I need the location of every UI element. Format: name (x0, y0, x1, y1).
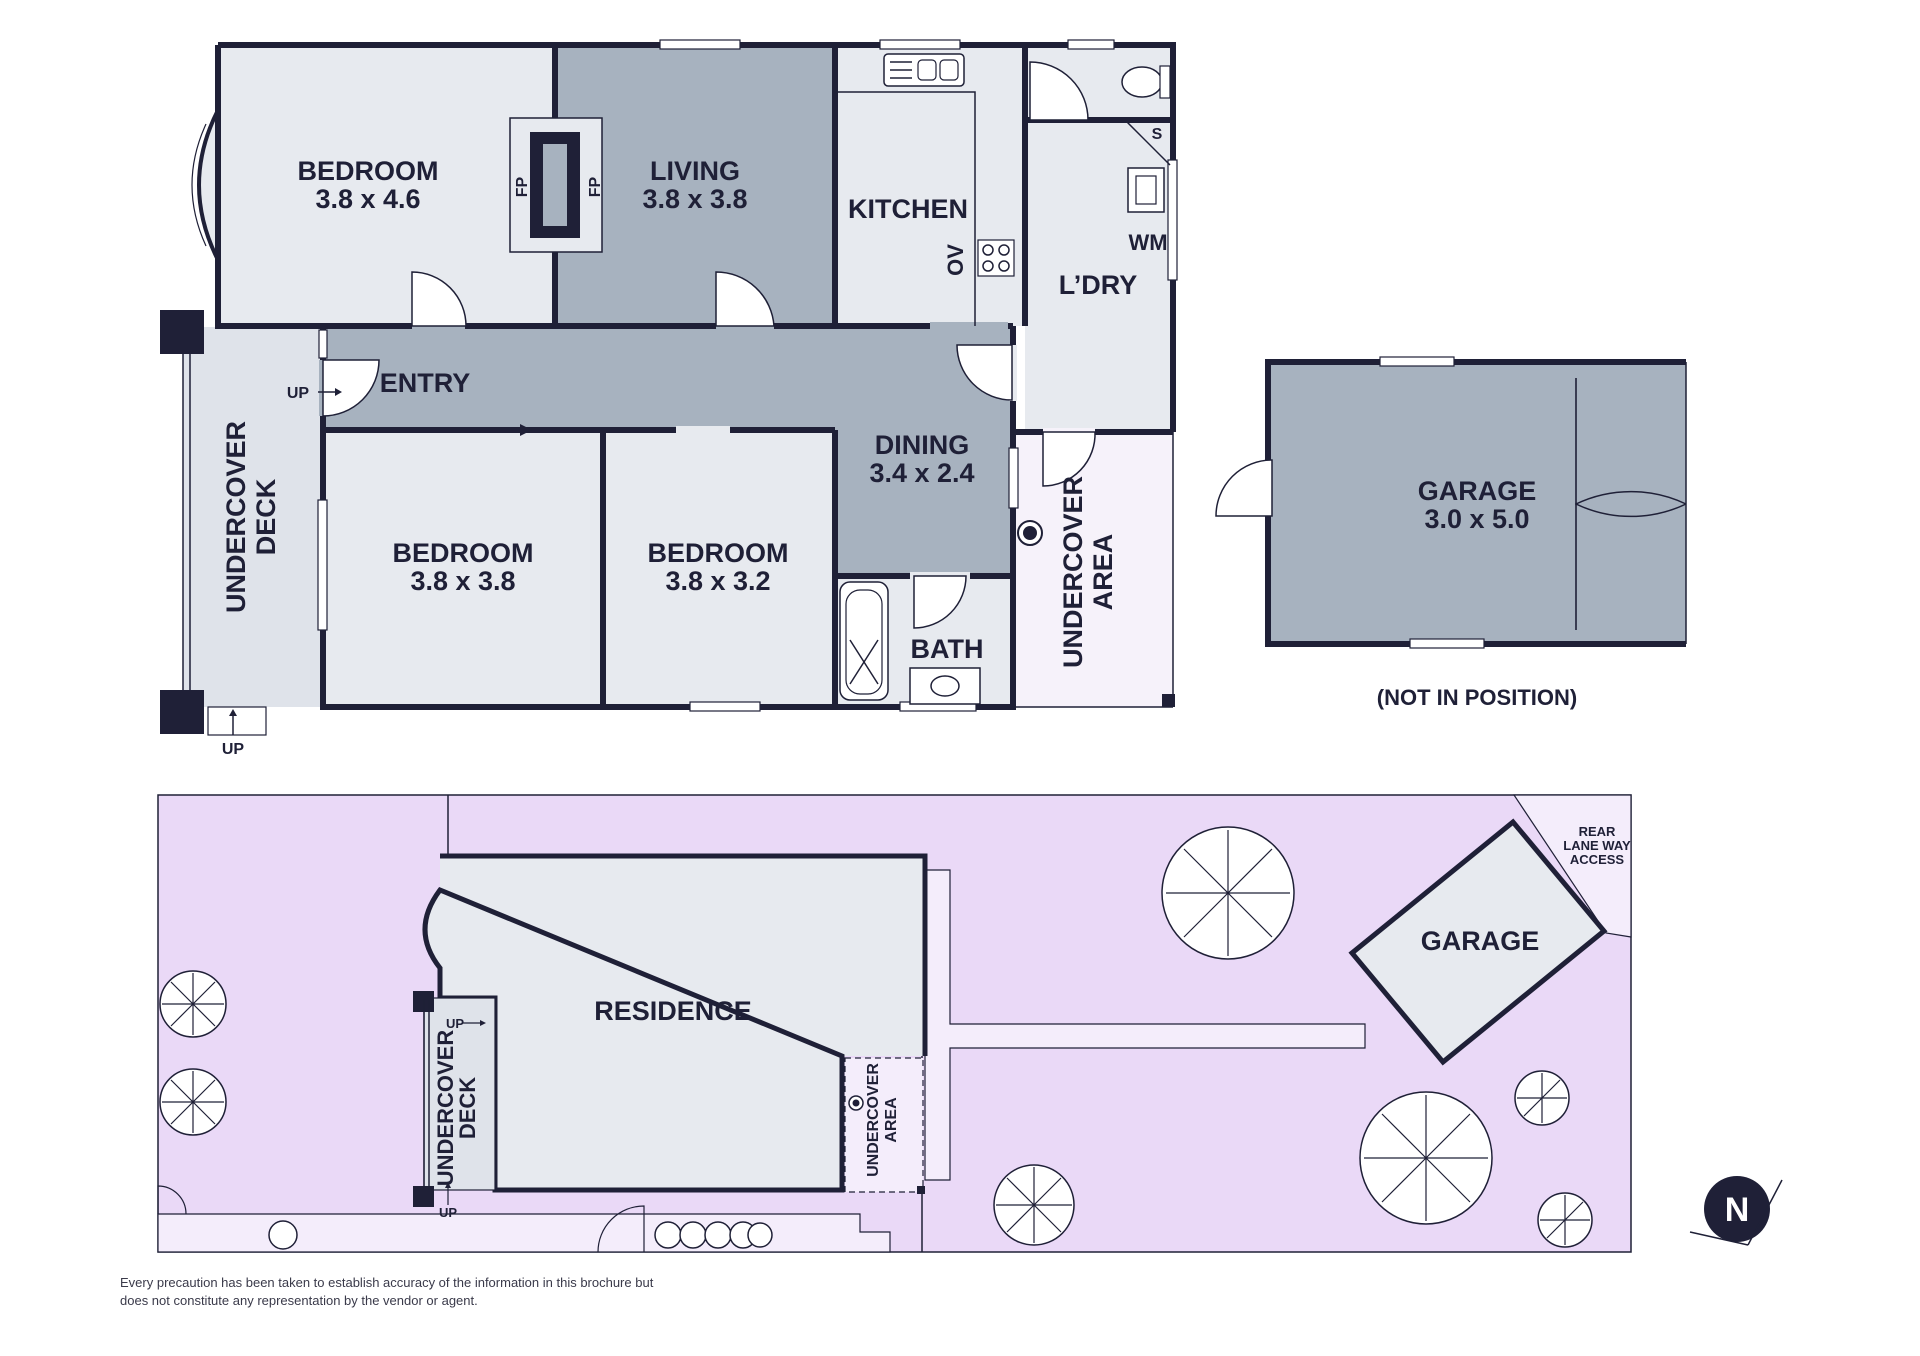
bedroom-2-label: BEDROOM (393, 538, 534, 568)
lane-label-line2: LANE WAY (1563, 838, 1631, 853)
site-plan: RESIDENCE GARAGE UNDERCOVER DECK UNDERCO… (157, 794, 1783, 1253)
laundry-label: L’DRY (1059, 270, 1138, 300)
bedroom-3-label: BEDROOM (648, 538, 789, 568)
living-label: LIVING (650, 156, 740, 186)
dining-size: 3.4 x 2.4 (869, 458, 974, 488)
garage-note: (NOT IN POSITION) (1377, 685, 1577, 710)
bedroom-2-size: 3.8 x 3.8 (410, 566, 515, 596)
bath-label: BATH (911, 634, 984, 664)
up-label: UP (287, 385, 310, 402)
lane-label-line1: REAR (1579, 824, 1616, 839)
residence-footprint (425, 856, 925, 1190)
deck-label-line1: UNDERCOVER (221, 421, 251, 613)
lane-label-line3: ACCESS (1570, 852, 1625, 867)
north-label: N (1725, 1191, 1750, 1229)
deck-label-line2: DECK (251, 478, 281, 555)
kitchen (835, 45, 1025, 326)
garage-floor (1268, 362, 1686, 644)
bedroom-3 (603, 430, 835, 707)
living-size: 3.8 x 3.8 (642, 184, 747, 214)
oven-label: OV (943, 244, 968, 276)
washing-machine-label: WM (1128, 230, 1167, 255)
bedroom-1-label: BEDROOM (298, 156, 439, 186)
fireplace-label: FP (587, 176, 604, 197)
site-deck-label-line2: DECK (455, 1077, 480, 1139)
bedroom-2 (323, 430, 603, 707)
disclaimer-text: Every precaution has been taken to estab… (120, 1275, 654, 1308)
up-label: UP (222, 741, 245, 758)
site-up-label: UP (446, 1016, 464, 1031)
sink-label: S (1152, 126, 1163, 143)
residence-label: RESIDENCE (594, 996, 752, 1026)
site-area-label-line2: AREA (883, 1097, 900, 1143)
deck-step (207, 706, 267, 736)
bedroom-1-size: 3.8 x 4.6 (315, 184, 420, 214)
garage-label: GARAGE (1418, 476, 1537, 506)
kitchen-label: KITCHEN (848, 194, 968, 224)
bedroom-1 (218, 45, 555, 326)
site-area-label-line1: UNDERCOVER (865, 1063, 882, 1177)
garage-size: 3.0 x 5.0 (1424, 504, 1529, 534)
site-up-label: UP (439, 1205, 457, 1220)
site-deck-label-line1: UNDERCOVER (433, 1030, 458, 1187)
undercover-deck-area (183, 327, 323, 707)
site-garage (1348, 818, 1608, 1066)
rear-lane-access (1512, 794, 1632, 938)
deck-post (160, 310, 204, 354)
fireplace-label: FP (514, 176, 531, 197)
dining-label: DINING (875, 430, 970, 460)
entry-label: ENTRY (380, 368, 471, 398)
north-arrow-icon: N (1689, 1176, 1783, 1246)
undercover-area-label-line1: UNDERCOVER (1058, 476, 1088, 668)
bedroom-3-size: 3.8 x 3.2 (665, 566, 770, 596)
tree-icon (162, 830, 1590, 1245)
floor-plan: BEDROOM 3.8 x 4.6 LIVING 3.8 x 3.8 KITCH… (160, 39, 1687, 758)
undercover-area (1013, 432, 1173, 707)
undercover-area-label-line2: AREA (1088, 534, 1118, 611)
deck-post (160, 690, 204, 734)
site-garage-label: GARAGE (1421, 926, 1540, 956)
